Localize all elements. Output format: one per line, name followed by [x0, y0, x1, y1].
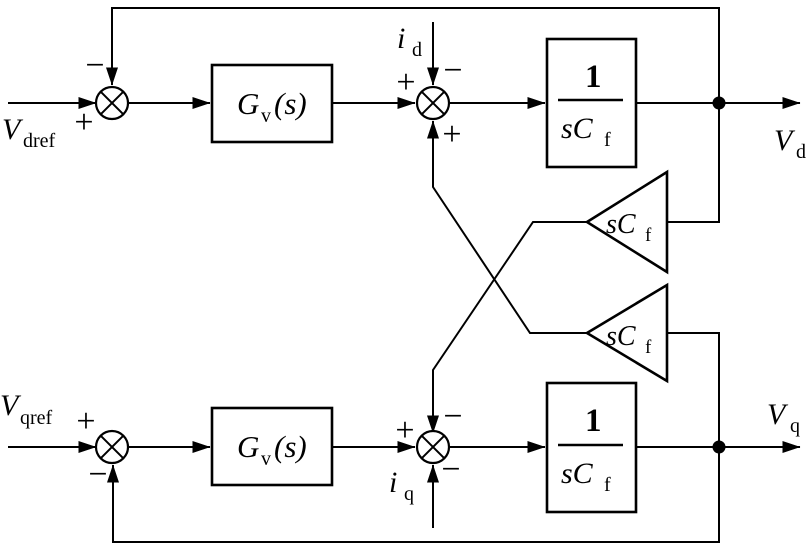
label-vqref: V qref: [0, 389, 53, 429]
gain-block-bottom: sC f: [584, 282, 669, 384]
sign-sum-d1-feedback: −: [85, 47, 104, 84]
controller-bottom-box: [210, 406, 334, 487]
label-vd: V d: [774, 124, 806, 163]
sign-sum-q1-input: +: [76, 403, 95, 440]
vqref-subscript: qref: [20, 407, 53, 429]
controller-top-subscript: v: [261, 105, 271, 127]
plant-block-bottom: 1 sC f: [545, 381, 638, 514]
plant-top-den-subscript: f: [604, 129, 611, 151]
wire-vd-to-gain-top: [667, 104, 720, 223]
gain-top-subscript: f: [645, 225, 652, 246]
wire-gain-top-to-sumq2: [427, 221, 587, 434]
vd-base: V: [774, 124, 796, 157]
summing-junction-d1: [94, 85, 130, 121]
wire-gain-bottom-to-sumd2: [427, 120, 587, 334]
plant-top-denominator: sC: [561, 112, 594, 145]
controller-block-top: G v (s): [210, 63, 334, 144]
summing-junction-q2: [415, 429, 451, 465]
controller-top-box: [210, 63, 334, 144]
wire-vq-feedback-loop: [107, 447, 720, 543]
label-id: i d: [397, 22, 422, 61]
sign-sum-d2-coupling: +: [442, 116, 461, 153]
sign-sum-q2-coupling: −: [443, 398, 462, 435]
wire-vq-to-gain-bottom: [667, 332, 720, 446]
iq-subscript: q: [404, 483, 414, 505]
sign-sum-q2-iq: −: [441, 451, 460, 488]
sign-sum-d1-input: +: [74, 104, 93, 141]
label-vq: V q: [767, 398, 800, 437]
summing-junction-d2: [415, 85, 451, 121]
controller-top-label: G: [237, 86, 259, 121]
iq-base: i: [389, 466, 397, 499]
controller-bottom-label: G: [237, 429, 259, 464]
plant-bottom-numerator: 1: [585, 403, 602, 439]
branch-node-vq: [712, 440, 726, 454]
controller-bottom-subscript: v: [261, 448, 271, 470]
gain-top-triangle: [584, 169, 669, 275]
id-subscript: d: [412, 39, 422, 61]
summing-junction-q1: [94, 429, 130, 465]
sum-d1-x2: [100, 91, 124, 115]
plant-top-numerator: 1: [585, 59, 602, 95]
gain-block-top: sC f: [584, 169, 669, 275]
sum-q2-x2: [421, 435, 445, 459]
gain-bottom-subscript: f: [645, 337, 652, 358]
gain-bottom-triangle: [584, 282, 669, 384]
vqref-base: V: [0, 389, 22, 422]
branch-node-vd: [712, 96, 726, 110]
vd-subscript: d: [796, 141, 806, 163]
plant-bottom-den-subscript: f: [604, 474, 611, 496]
label-vdref: V dref: [2, 113, 56, 152]
vdref-base: V: [2, 113, 24, 146]
controller-bottom-arg: (s): [274, 429, 307, 464]
plant-bottom-box: [545, 381, 638, 514]
vq-base: V: [767, 398, 789, 431]
sign-sum-d2-id: −: [443, 52, 462, 89]
controller-block-bottom: G v (s): [210, 406, 334, 487]
wire-vd-feedback-loop: [106, 7, 720, 103]
controller-top-arg: (s): [274, 86, 307, 121]
sum-d2-x2: [421, 91, 445, 115]
gain-bottom-label: sC: [606, 321, 636, 352]
plant-block-top: 1 sC f: [545, 37, 638, 169]
sign-sum-d2-input: +: [396, 64, 415, 101]
sum-q1-x2: [100, 435, 124, 459]
id-base: i: [397, 22, 405, 55]
plant-bottom-denominator: sC: [561, 457, 594, 490]
gain-top-label: sC: [606, 209, 636, 240]
vq-subscript: q: [790, 415, 800, 437]
plant-top-box: [545, 37, 638, 169]
sign-sum-q2-input: +: [395, 412, 414, 449]
sign-sum-q1-feedback: −: [88, 456, 107, 493]
vdref-subscript: dref: [23, 130, 56, 152]
label-iq: i q: [389, 466, 414, 505]
